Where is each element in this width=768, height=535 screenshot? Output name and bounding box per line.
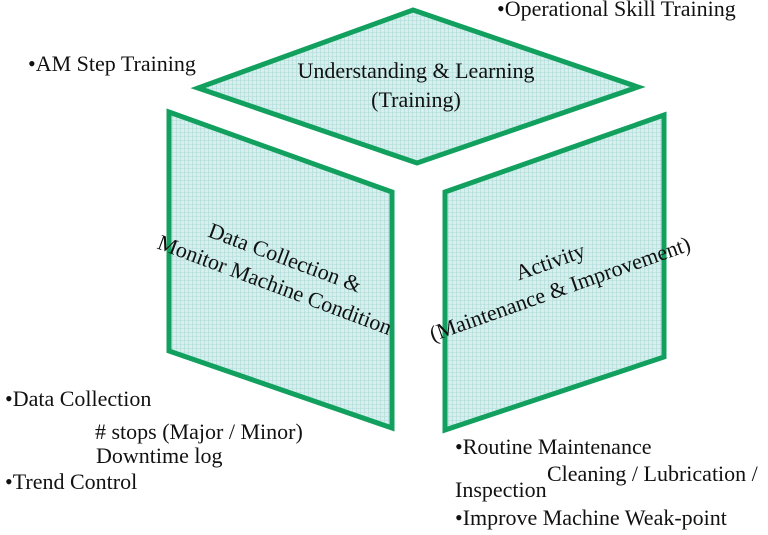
annotation-data-collection: •Data Collection xyxy=(5,386,152,411)
annotation-trend-control: •Trend Control xyxy=(5,469,138,494)
annotation-stops-major-minor: # stops (Major / Minor) xyxy=(95,419,303,444)
top-face xyxy=(190,7,646,166)
top-face-label-line2: (Training) xyxy=(371,87,461,112)
right-face xyxy=(442,111,667,434)
top-face-label-line1: Understanding & Learning xyxy=(297,58,535,83)
annotation-am-step-training: •AM Step Training xyxy=(28,51,196,76)
annotation-downtime-log: Downtime log xyxy=(96,443,223,468)
annotation-improve-machine-weak-point: •Improve Machine Weak-point xyxy=(455,505,727,530)
annotation-routine-maintenance: •Routine Maintenance xyxy=(455,434,652,459)
left-face xyxy=(166,108,395,432)
top-face-label: Understanding & Learning (Training) xyxy=(297,56,534,114)
annotation-cleaning-lubrication: Cleaning / Lubrication / xyxy=(547,461,758,486)
annotation-operational-skill-training: •Operational Skill Training xyxy=(497,0,736,21)
annotation-inspection: Inspection xyxy=(455,477,547,502)
